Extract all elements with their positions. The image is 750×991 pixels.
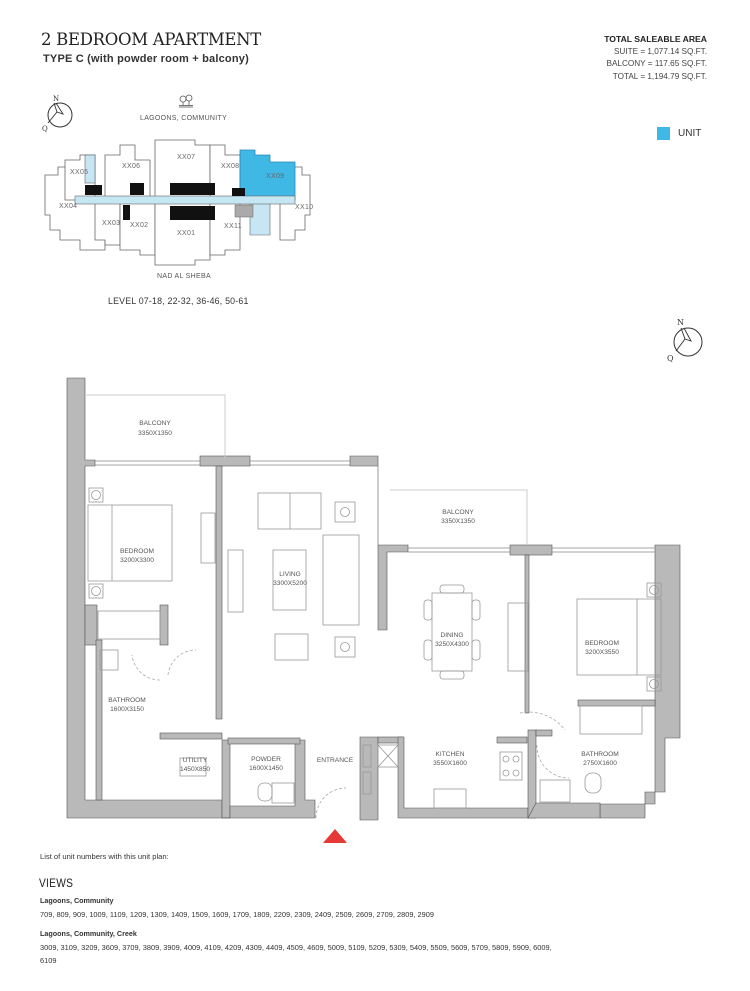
unit-type-subtitle: TYPE C (with powder room + balcony): [43, 53, 249, 65]
room-dining: DINING: [440, 632, 463, 639]
unit-label-xx09: XX09: [266, 173, 284, 180]
corridor: [74, 195, 296, 205]
view-units: 3009, 3109, 3209, 3609, 3709, 3809, 3909…: [40, 943, 552, 965]
room-entrance: ENTRANCE: [317, 757, 354, 764]
unit-label-xx05: XX05: [70, 169, 88, 176]
room-bedroom-2: BEDROOM: [585, 640, 619, 647]
view-units: 709, 809, 909, 1009, 1109, 1209, 1309, 1…: [40, 910, 434, 919]
keyplan-top-label: LAGOONS, COMMUNITY: [140, 115, 228, 122]
unit-label-xx02: XX02: [130, 222, 148, 229]
room-bathroom-1-dim: 1600X3150: [110, 706, 144, 713]
total-area: TOTAL = 1,194.79 SQ.FT.: [612, 71, 707, 81]
compass-q-label: Q: [42, 125, 48, 133]
room-bathroom-1: BATHROOM: [108, 697, 146, 704]
room-bedroom-1: BEDROOM: [120, 548, 154, 555]
saleable-area-heading: TOTAL SALEABLE AREA: [604, 34, 707, 44]
room-living-dim: 3300X5200: [273, 580, 307, 587]
unit-label-xx04: XX04: [59, 203, 77, 210]
room-kitchen-dim: 3550X1600: [433, 760, 467, 767]
furniture: [87, 487, 662, 809]
room-balcony-1-dim: 3350X1350: [138, 430, 172, 437]
compass-large-north: N: [677, 318, 684, 327]
room-living: LIVING: [279, 571, 301, 578]
level-range: LEVEL 07-18, 22-32, 36-46, 50-61: [108, 296, 249, 306]
compass-north-label: N: [53, 95, 59, 103]
room-bathroom-2-dim: 2750X1600: [583, 760, 617, 767]
view-group-2: Lagoons, Community, Creek 3009, 3109, 32…: [40, 929, 560, 967]
unit-legend: UNIT: [657, 127, 701, 140]
unit-list-intro: List of unit numbers with this unit plan…: [40, 852, 169, 861]
saleable-area-block: TOTAL SALEABLE AREA SUITE = 1,077.14 SQ.…: [604, 33, 707, 83]
lagoons-icon: [178, 94, 194, 108]
room-dining-dim: 3250X4300: [435, 641, 469, 648]
unit-label-xx10: XX10: [295, 204, 313, 211]
compass-large-icon: N Q: [667, 318, 703, 363]
unit-label-xx08: XX08: [221, 163, 239, 170]
compass-large-q: Q: [667, 354, 674, 363]
compass-icon: N Q: [42, 95, 73, 133]
unit-label-xx01: XX01: [177, 230, 195, 237]
entrance-marker-icon: [323, 829, 347, 843]
room-bedroom-1-dim: 3200X3300: [120, 557, 154, 564]
room-balcony-2: BALCONY: [442, 509, 474, 516]
room-powder-dim: 1600X1450: [249, 765, 283, 772]
room-bathroom-2: BATHROOM: [581, 751, 619, 758]
page-title: 2 BEDROOM APARTMENT: [41, 30, 261, 49]
views-heading: VIEWS: [39, 876, 74, 890]
unit-label-xx03: XX03: [102, 220, 120, 227]
unit-legend-label: UNIT: [678, 128, 702, 139]
suite-area: SUITE = 1,077.14 SQ.FT.: [613, 46, 707, 56]
walls: [66, 377, 681, 821]
unit-color-swatch: [657, 127, 670, 140]
room-balcony-2-dim: 3350X1350: [441, 518, 475, 525]
room-utility: UTILITY: [183, 757, 208, 764]
keyplan-bottom-label: NAD AL SHEBA: [157, 273, 211, 280]
key-plan: XX05 XX04 XX03 XX02 XX06 XX07 XX01 XX08 …: [44, 139, 313, 266]
unit-label-xx07: XX07: [177, 154, 195, 161]
view-name: Lagoons, Community: [40, 896, 114, 905]
unit-label-xx11: XX11: [224, 223, 242, 230]
room-utility-dim: 1450X850: [180, 766, 210, 773]
room-balcony-1: BALCONY: [139, 420, 171, 427]
room-powder: POWDER: [251, 756, 281, 763]
room-bedroom-2-dim: 3200X3550: [585, 649, 619, 656]
view-group-1: Lagoons, Community 709, 809, 909, 1009, …: [40, 896, 560, 922]
view-name: Lagoons, Community, Creek: [40, 929, 137, 938]
unit-label-xx06: XX06: [122, 163, 140, 170]
balcony-area: BALCONY = 117.65 SQ.FT.: [606, 59, 708, 68]
room-kitchen: KITCHEN: [436, 751, 465, 758]
